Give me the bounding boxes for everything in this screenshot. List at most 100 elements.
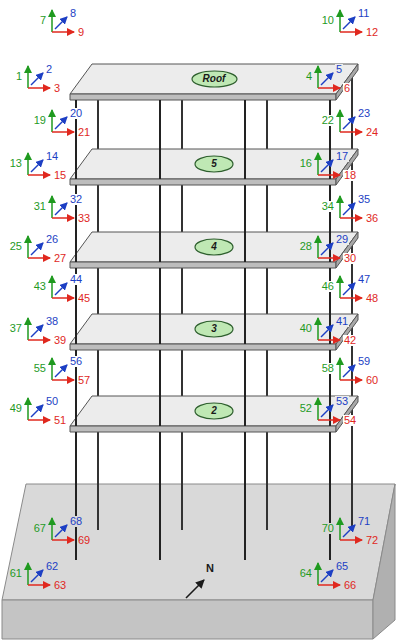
dof-number: 33 bbox=[77, 213, 91, 224]
front-columns bbox=[76, 100, 330, 560]
dof-number: 17 bbox=[335, 151, 349, 162]
oval-shape bbox=[192, 71, 237, 87]
dof-arrow bbox=[55, 203, 67, 215]
dof-number: 23 bbox=[357, 108, 371, 119]
dof-number: 1 bbox=[15, 71, 23, 82]
dof-arrow bbox=[28, 339, 50, 341]
dof-number: 39 bbox=[53, 335, 67, 346]
dof-arrow bbox=[317, 318, 319, 340]
dof-arrow bbox=[343, 117, 355, 129]
dof-arrow bbox=[28, 87, 50, 89]
dof-number: 26 bbox=[45, 234, 59, 245]
slab-side bbox=[336, 396, 358, 432]
dof-arrow bbox=[340, 379, 362, 381]
dof-arrow bbox=[27, 318, 29, 340]
dof-number: 61 bbox=[9, 568, 23, 579]
dof-arrow bbox=[343, 283, 355, 295]
floor-oval: Roof bbox=[191, 70, 238, 88]
dof-arrow bbox=[339, 276, 341, 298]
dof-arrow bbox=[339, 518, 341, 540]
dof-number: 59 bbox=[357, 356, 371, 367]
dof-arrow bbox=[28, 584, 50, 586]
dof-number: 8 bbox=[69, 8, 77, 19]
dof-arrow bbox=[339, 196, 341, 218]
column-line bbox=[159, 100, 161, 179]
dof-number: 45 bbox=[77, 293, 91, 304]
dof-number: 35 bbox=[357, 194, 371, 205]
dof-arrow bbox=[31, 243, 43, 255]
dof-number: 25 bbox=[9, 241, 23, 252]
dof-arrow bbox=[321, 405, 333, 417]
dof-arrow bbox=[31, 570, 43, 582]
dof-arrow bbox=[318, 339, 340, 341]
dof-arrow bbox=[318, 87, 340, 89]
dof-number: 36 bbox=[365, 213, 379, 224]
foundation-front bbox=[2, 600, 373, 639]
north-label: N bbox=[205, 563, 215, 574]
dof-number: 62 bbox=[45, 561, 59, 572]
oval-shape bbox=[195, 156, 233, 172]
dof-number: 63 bbox=[53, 580, 67, 591]
dof-arrow bbox=[340, 131, 362, 133]
dof-number: 34 bbox=[321, 201, 335, 212]
dof-number: 29 bbox=[335, 234, 349, 245]
dof-number: 4 bbox=[305, 71, 313, 82]
dof-arrow bbox=[340, 217, 362, 219]
floor-oval: 3 bbox=[194, 320, 234, 338]
dof-number: 48 bbox=[365, 293, 379, 304]
dof-arrow bbox=[317, 66, 319, 88]
floor-name: 5 bbox=[194, 159, 234, 169]
dof-number: 69 bbox=[77, 535, 91, 546]
column-line bbox=[244, 100, 246, 179]
dof-arrow bbox=[340, 297, 362, 299]
oval-shape bbox=[195, 403, 233, 419]
column-line bbox=[181, 64, 183, 530]
dof-number: 55 bbox=[33, 363, 47, 374]
floor-oval: 2 bbox=[194, 402, 234, 420]
dof-arrow bbox=[51, 518, 53, 540]
dof-number: 58 bbox=[321, 363, 335, 374]
floor-slab bbox=[70, 314, 358, 350]
dof-arrow bbox=[343, 203, 355, 215]
dof-arrow bbox=[318, 174, 340, 176]
dof-number: 51 bbox=[53, 415, 67, 426]
dof-arrow bbox=[318, 419, 340, 421]
dof-arrow bbox=[340, 31, 362, 33]
slab-edge bbox=[70, 262, 336, 268]
dof-arrows bbox=[28, 10, 362, 585]
dof-number: 46 bbox=[321, 281, 335, 292]
dof-number: 12 bbox=[365, 27, 379, 38]
dof-number: 60 bbox=[365, 375, 379, 386]
dof-arrow bbox=[318, 257, 340, 259]
dof-arrow bbox=[343, 17, 355, 29]
dof-arrow bbox=[321, 243, 333, 255]
dof-arrow bbox=[51, 110, 53, 132]
dof-arrow bbox=[55, 117, 67, 129]
dof-arrow bbox=[28, 419, 50, 421]
dof-number: 11 bbox=[357, 8, 370, 19]
dof-arrow bbox=[321, 325, 333, 337]
dof-arrow bbox=[52, 217, 74, 219]
dof-arrow bbox=[31, 325, 43, 337]
dof-arrow bbox=[340, 539, 362, 541]
column-line bbox=[351, 64, 353, 530]
dof-number: 40 bbox=[299, 323, 313, 334]
dof-arrow bbox=[27, 398, 29, 420]
dof-arrow bbox=[317, 236, 319, 258]
dof-arrow bbox=[317, 153, 319, 175]
dof-arrow bbox=[52, 539, 74, 541]
floor-slab bbox=[70, 232, 358, 268]
floor-slab bbox=[70, 64, 358, 100]
column-line bbox=[159, 268, 161, 344]
slab-edge bbox=[70, 344, 336, 350]
dof-arrow bbox=[55, 17, 67, 29]
slab-side bbox=[336, 232, 358, 268]
dof-number: 50 bbox=[45, 396, 59, 407]
dof-arrow bbox=[52, 379, 74, 381]
slab-top bbox=[70, 232, 358, 262]
dof-number: 27 bbox=[53, 253, 67, 264]
dof-arrow bbox=[343, 525, 355, 537]
north-arrow bbox=[186, 580, 204, 598]
dof-number: 31 bbox=[33, 201, 47, 212]
